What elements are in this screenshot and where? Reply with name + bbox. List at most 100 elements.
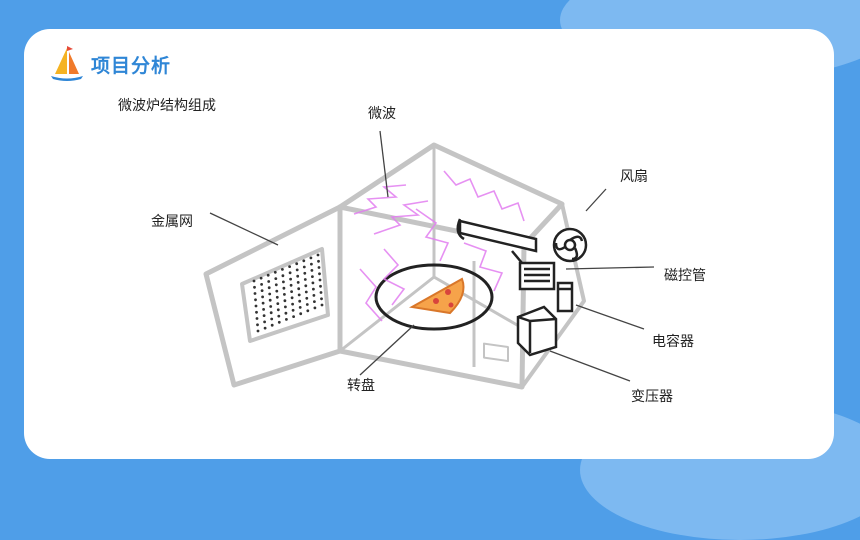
mesh-dot [263, 326, 267, 330]
mesh-dot [311, 281, 315, 285]
mesh-dot [292, 315, 295, 318]
mesh-dot [298, 306, 302, 309]
mesh-dot [276, 308, 280, 312]
mesh-dot [284, 311, 288, 315]
microwave-diagram [203, 130, 655, 390]
mesh-dot [309, 256, 313, 260]
mesh-dot [274, 277, 278, 280]
mesh-dot [259, 276, 263, 280]
mesh-dot [303, 278, 307, 281]
sailboat-logo-icon [51, 46, 83, 81]
pizza-slice-icon [408, 277, 465, 315]
mesh-dot [319, 291, 323, 294]
mesh-dot [288, 271, 292, 275]
mesh-dot [289, 277, 292, 281]
mesh-dot [316, 253, 320, 257]
label-transformer: 变压器 [631, 389, 673, 405]
mesh-dot [275, 289, 279, 293]
header: 项目分析 [47, 44, 171, 84]
mesh-dot [284, 305, 287, 309]
mesh-dot [268, 292, 272, 296]
mesh-dot [262, 308, 265, 311]
label-magnetron: 磁控管 [664, 268, 706, 284]
mesh-dot [302, 259, 306, 263]
label-metal-mesh: 金属网 [151, 214, 193, 230]
mesh-dot [313, 306, 317, 310]
content-card: 项目分析 微波炉结构组成 [24, 29, 834, 459]
mesh-dot [285, 318, 288, 321]
mesh-dot [296, 281, 300, 284]
mesh-dot [281, 274, 285, 278]
mesh-dot [266, 273, 270, 277]
mesh-dot [261, 301, 265, 305]
mesh-dot [270, 317, 274, 321]
mesh-dot [299, 312, 303, 316]
mesh-dot [267, 286, 271, 290]
mesh-dot [304, 284, 308, 288]
mesh-dot [310, 269, 314, 272]
turntable-plate [374, 263, 494, 331]
mesh-dot [297, 293, 301, 297]
mesh-dot [256, 323, 259, 327]
fan-part [552, 227, 588, 263]
magnetron-part [456, 218, 556, 291]
mesh-dot [255, 310, 258, 314]
mesh-dot [317, 266, 321, 269]
mesh-dot [283, 299, 287, 303]
mesh-dot [313, 300, 316, 303]
mesh-dot [281, 268, 284, 271]
mesh-dot [252, 279, 256, 283]
mesh-dot [268, 298, 272, 302]
mesh-dot [296, 274, 300, 278]
mesh-dot [295, 268, 299, 272]
mesh-dot [253, 292, 257, 295]
mesh-dot [255, 317, 259, 320]
mesh-dot [261, 295, 264, 299]
mesh-dot [260, 283, 263, 286]
mesh-dot [317, 259, 320, 263]
mesh-dot [254, 304, 258, 308]
mesh-dot [318, 272, 321, 276]
mesh-dot [295, 262, 299, 266]
mesh-dot [320, 303, 324, 307]
mesh-dot [291, 308, 295, 312]
mesh-dot [290, 296, 294, 300]
mesh-dot [260, 289, 264, 292]
capacitor-part [556, 281, 574, 313]
label-microwave: 微波 [368, 106, 396, 122]
mesh-dot [304, 290, 308, 294]
mesh-dot [310, 262, 313, 266]
page-subtitle: 微波炉结构组成 [118, 98, 216, 114]
metal-mesh [252, 253, 324, 333]
mesh-dot [298, 299, 302, 303]
mesh-dot [270, 323, 274, 327]
mesh-dot [277, 314, 281, 318]
page-title: 项目分析 [91, 54, 172, 77]
mesh-dot [303, 271, 307, 275]
mesh-dot [276, 302, 280, 305]
mesh-dot [291, 302, 294, 306]
mesh-dot [263, 320, 266, 324]
mesh-dot [290, 290, 293, 293]
mesh-dot [253, 285, 256, 289]
mesh-dot [320, 297, 323, 301]
mesh-dot [283, 293, 286, 296]
mesh-dot [274, 283, 278, 287]
mesh-dot [305, 296, 309, 300]
mesh-dot [312, 287, 315, 291]
mesh-dot [288, 265, 291, 268]
mesh-dot [302, 265, 306, 269]
mesh-dot [275, 295, 279, 299]
mesh-dot [306, 309, 310, 313]
mesh-dot [318, 278, 322, 282]
mesh-dot [312, 294, 316, 297]
label-capacitor: 电容器 [652, 334, 694, 350]
mesh-dot [269, 305, 273, 308]
mesh-dot [269, 311, 273, 315]
leader-lines [209, 130, 655, 382]
mesh-dot [319, 284, 322, 288]
mesh-dot [305, 303, 309, 306]
mesh-dot [262, 314, 266, 317]
label-fan: 风扇 [620, 169, 648, 185]
mesh-dot [289, 283, 293, 287]
